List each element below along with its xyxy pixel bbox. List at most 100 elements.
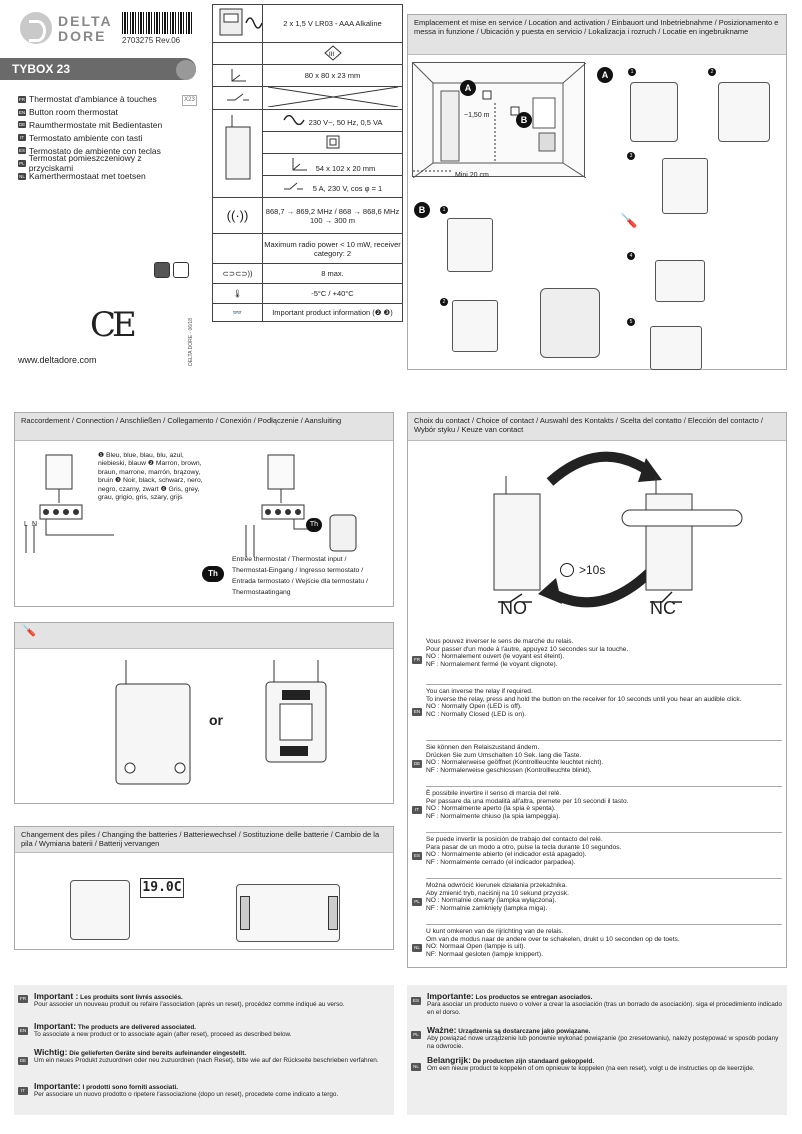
contact-text-es: ES Se puede invertir la posición de trab… xyxy=(410,836,782,878)
ce-mark: CE xyxy=(90,305,137,345)
receiver-open-drawing xyxy=(265,660,327,763)
text-line: NO : Normalerweise geöffnet (Kontrollleu… xyxy=(426,759,604,767)
important-body: Per associare un nuovo prodotto o ripete… xyxy=(34,1091,339,1099)
lang-tag: IT xyxy=(18,1087,28,1095)
text-line: NF : Normalnie zamknięty (lampka miga). xyxy=(426,904,548,912)
lang-label: Raumthermostate mit Bedientasten xyxy=(29,119,163,130)
thermostat-mounted-drawing xyxy=(540,288,600,358)
important-head: Importante: xyxy=(427,991,474,1001)
radio-power: Maximum radio power < 10 mW, receiver ca… xyxy=(262,233,403,264)
important-head: Belangrijk: xyxy=(427,1055,471,1065)
power-text: 230 V~, 50 Hz, 0,5 VA xyxy=(308,117,383,127)
wiring-diagram-left xyxy=(25,454,114,553)
lang-label: Kamerthermostaat met toetsen xyxy=(29,171,146,182)
wiring-title: Raccordement / Connection / Anschließen … xyxy=(15,413,393,441)
important-body: Om een nieuw product te koppelen of om o… xyxy=(427,1065,755,1073)
important-sub: Die gelieferten Geräte sind bereits aufe… xyxy=(69,1050,247,1057)
class-ii-cell xyxy=(262,131,403,154)
text-line: To inverse the relay, press and hold the… xyxy=(426,695,742,703)
glasses-cell: 👓 xyxy=(212,303,263,322)
th-badge: Th xyxy=(202,566,224,582)
lang-tag: PL xyxy=(411,1031,421,1039)
text-line: NF : Normalerweise geschlossen (Kontroll… xyxy=(426,766,592,774)
relay-rating: 5 A, 230 V, cos φ = 1 xyxy=(262,175,403,198)
lang-tag: EN xyxy=(18,1027,28,1035)
text-line: NO: Normaal Open (lampje is uit). xyxy=(426,943,526,951)
barcode xyxy=(122,12,192,34)
document-code: DELTA DORE - 06/18 xyxy=(188,318,194,366)
dimension-icon-cell xyxy=(212,64,263,87)
no-label: NO xyxy=(500,598,527,618)
divider xyxy=(426,786,782,787)
step-number: 4 xyxy=(627,252,635,260)
lang-tag: ES xyxy=(411,997,421,1005)
contact-texts: FR Vous pouvez inverser le sens de march… xyxy=(410,638,782,970)
text-line: Se puede invertir la posición de trabajo… xyxy=(426,836,603,843)
location-b-badge: B xyxy=(516,112,532,128)
thermostat-image-cell xyxy=(212,4,263,43)
lang-label: Button room thermostat xyxy=(29,107,118,118)
switch-icon xyxy=(283,182,303,189)
lang-code: FR xyxy=(18,95,26,103)
product-title: TYBOX 23 xyxy=(0,58,196,80)
lang-label: Termostato ambiente con tasti xyxy=(29,132,143,143)
dimension-icon xyxy=(231,68,246,81)
important-pl: PL Ważne: Urządzenia są dostarczane jako… xyxy=(407,1021,787,1053)
screwdriver-icon: 🪛 xyxy=(620,212,638,228)
height-label: ~1,50 m xyxy=(464,112,490,119)
text-line: Można odwrócić kierunek działania przeka… xyxy=(426,882,568,889)
lang-tag: PL xyxy=(412,898,422,906)
important-sub: Urządzenia są dostarczane jako powiązane… xyxy=(458,1028,591,1035)
lang-tag: NL xyxy=(411,1063,421,1071)
divider xyxy=(426,832,782,833)
thermostat-battery-drawing xyxy=(70,880,130,940)
thermostat-step4-drawing xyxy=(655,260,705,302)
important-head: Importante: xyxy=(34,1081,81,1091)
room-illustration xyxy=(412,62,587,179)
website-link[interactable]: www.deltadore.com xyxy=(18,355,97,365)
step-a-badge: A xyxy=(597,67,613,83)
lang-code: EN xyxy=(18,108,26,116)
lang-label: Thermostat d'ambiance à touches xyxy=(29,94,157,105)
text-line: NO : Normally Open (LED is off). xyxy=(426,703,522,711)
association-icon: ⊂⊃⊂⊃)) xyxy=(222,269,253,278)
text-line: Pour passer d'un mode à l'autre, appuyez… xyxy=(426,645,629,653)
text-line: NO : Normalement ouvert (le voyant est é… xyxy=(426,653,565,661)
wiring-panel: Raccordement / Connection / Anschließen … xyxy=(14,412,394,607)
lang-code: IT xyxy=(18,134,26,142)
divider xyxy=(426,740,782,741)
text-line: U kunt omkeren van de rijrichting van de… xyxy=(426,928,564,935)
text-line: Vous pouvez inverser le sens de marche d… xyxy=(426,638,574,645)
receiver-image-cell xyxy=(212,109,263,198)
thermostat-icon xyxy=(219,8,263,35)
read-manual-icon: 👓 xyxy=(232,308,243,317)
open-receiver-panel: 🪛 xyxy=(14,622,394,804)
battery-panel: Changement des piles / Changing the batt… xyxy=(14,826,394,950)
compat-icons xyxy=(154,262,196,282)
open-receiver-header: 🪛 xyxy=(15,623,393,649)
timer-icon xyxy=(560,563,574,577)
divider xyxy=(426,684,782,685)
brand-line1: DELTA xyxy=(58,13,113,29)
lang-code: NL xyxy=(18,172,26,180)
thermostat-step2-drawing xyxy=(718,82,770,142)
thermostat-open-batteries xyxy=(236,884,340,942)
step-number: 1 xyxy=(628,68,636,76)
step-number: 3 xyxy=(627,152,635,160)
switch-icon xyxy=(226,93,249,101)
lang-tag: FR xyxy=(412,656,422,664)
location-a-badge: A xyxy=(460,80,476,96)
text-line: Per passare da una modalità all'altra, p… xyxy=(426,797,629,805)
brand-logo: DELTA DORE xyxy=(20,10,125,48)
text-line: Para pasar de un modo a otro, pulse la t… xyxy=(426,843,622,851)
important-body: Um ein neues Produkt zuzuordnen oder neu… xyxy=(34,1057,379,1065)
lang-code: ES xyxy=(18,147,26,155)
important-info: Important product information (❷ ❸) xyxy=(262,303,403,322)
relay-text: 5 A, 230 V, cos φ = 1 xyxy=(312,183,383,193)
lang-tag: NL xyxy=(412,944,422,952)
thermostat-back-drawing xyxy=(662,158,708,214)
